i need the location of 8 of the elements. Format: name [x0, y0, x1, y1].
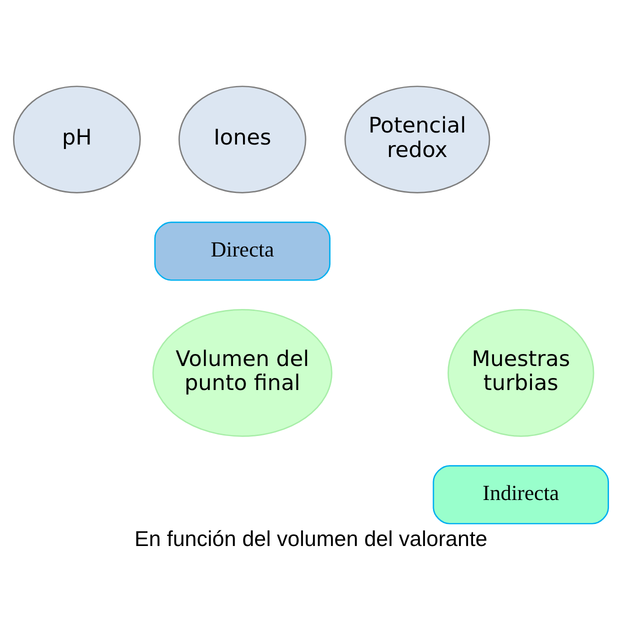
node-box: Directa [154, 221, 330, 280]
node-box: Indirecta [432, 464, 609, 524]
node-ellipse: Potencial redox [344, 85, 490, 193]
caption: En función del volumen del valorante [134, 526, 488, 551]
node-ellipse: Iones [178, 85, 306, 193]
node-ellipse: Muestras turbias [448, 308, 594, 436]
node-ellipse: Volumen del punto final [152, 308, 332, 436]
node-ellipse: pH [13, 85, 141, 193]
